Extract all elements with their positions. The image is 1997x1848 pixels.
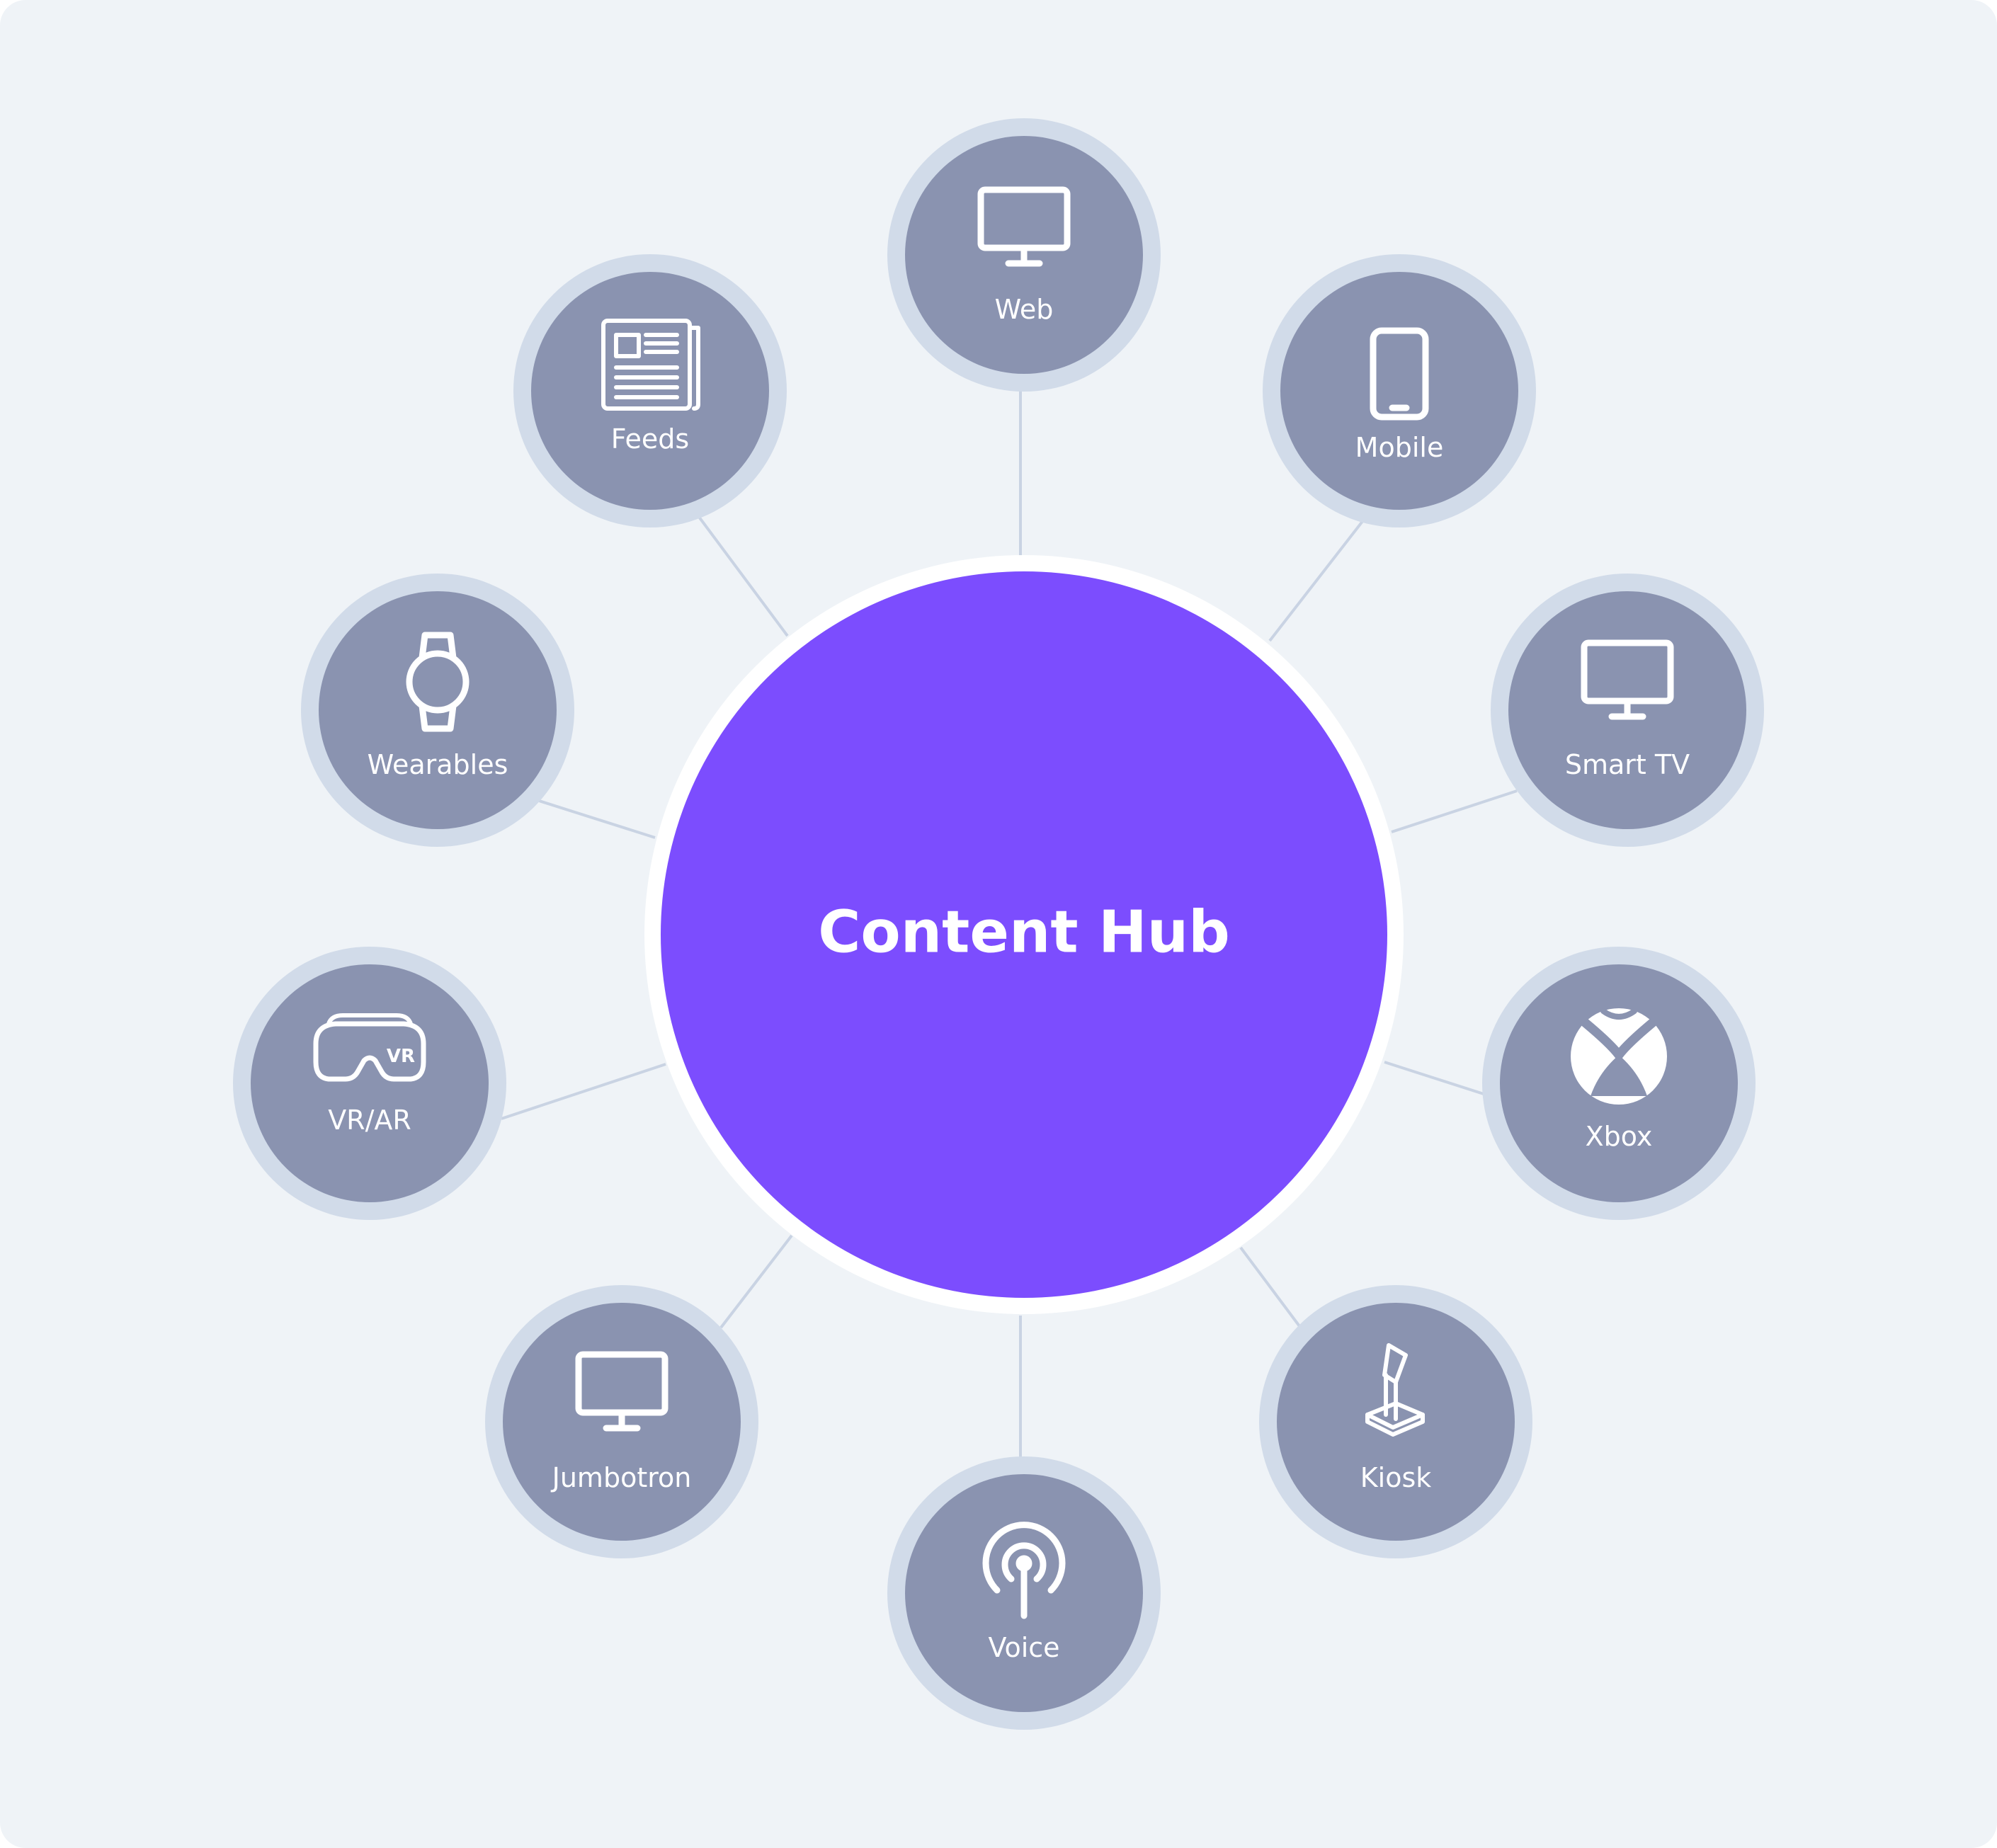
node-label: VR/AR [328,1105,411,1136]
hub-circle [661,571,1387,1298]
mobile-phone-icon [1370,327,1429,421]
vr-headset-icon: VR [313,1013,426,1082]
svg-text:VR: VR [387,1046,415,1067]
node-label: Jumbotron [551,1462,692,1493]
node-vr-ar[interactable]: VR VR/AR [233,947,506,1220]
content-hub: Content Hub [644,555,1404,1314]
node-label: Xbox [1586,1121,1653,1152]
connectors [501,389,1518,1459]
node-label: Web [995,294,1054,325]
connector-mobile [1268,519,1365,642]
connector-xbox [1384,1061,1484,1095]
node-circle [531,272,769,510]
node-label: Mobile [1355,432,1444,463]
monitor-icon [977,186,1071,267]
node-label: Feeds [611,423,689,455]
kiosk-icon [1365,1343,1425,1437]
node-kiosk[interactable]: Kiosk [1259,1285,1532,1558]
node-circle [251,964,489,1202]
node-label: Wearables [368,749,508,780]
node-label: Smart TV [1565,749,1690,780]
node-label: Voice [988,1632,1059,1663]
node-voice[interactable]: Voice [887,1456,1161,1730]
connector-kiosk [1239,1246,1301,1328]
node-circle [1277,1303,1515,1541]
connector-wearables [536,799,656,839]
connector-vr-ar [501,1063,666,1120]
node-web[interactable]: Web [887,118,1161,392]
smartwatch-icon [406,632,470,732]
connector-jumbotron [719,1234,793,1329]
node-label: Kiosk [1360,1462,1432,1493]
monitor-icon [575,1351,668,1432]
node-feeds[interactable]: Feeds [513,254,787,527]
voice-broadcast-icon [982,1522,1066,1619]
node-smart-tv[interactable]: Smart TV [1491,574,1764,847]
newspaper-icon [601,319,700,411]
connector-smart-tv [1391,789,1518,833]
node-xbox[interactable]: Xbox [1482,947,1756,1220]
xbox-logo-icon [1571,1008,1667,1105]
node-jumbotron[interactable]: Jumbotron [485,1285,758,1558]
node-circle [1280,272,1518,510]
connector-feeds [698,515,789,637]
node-mobile[interactable]: Mobile [1263,254,1536,527]
node-wearables[interactable]: Wearables [301,574,574,847]
monitor-icon [1581,639,1674,720]
hub-label: Content Hub [818,899,1230,966]
